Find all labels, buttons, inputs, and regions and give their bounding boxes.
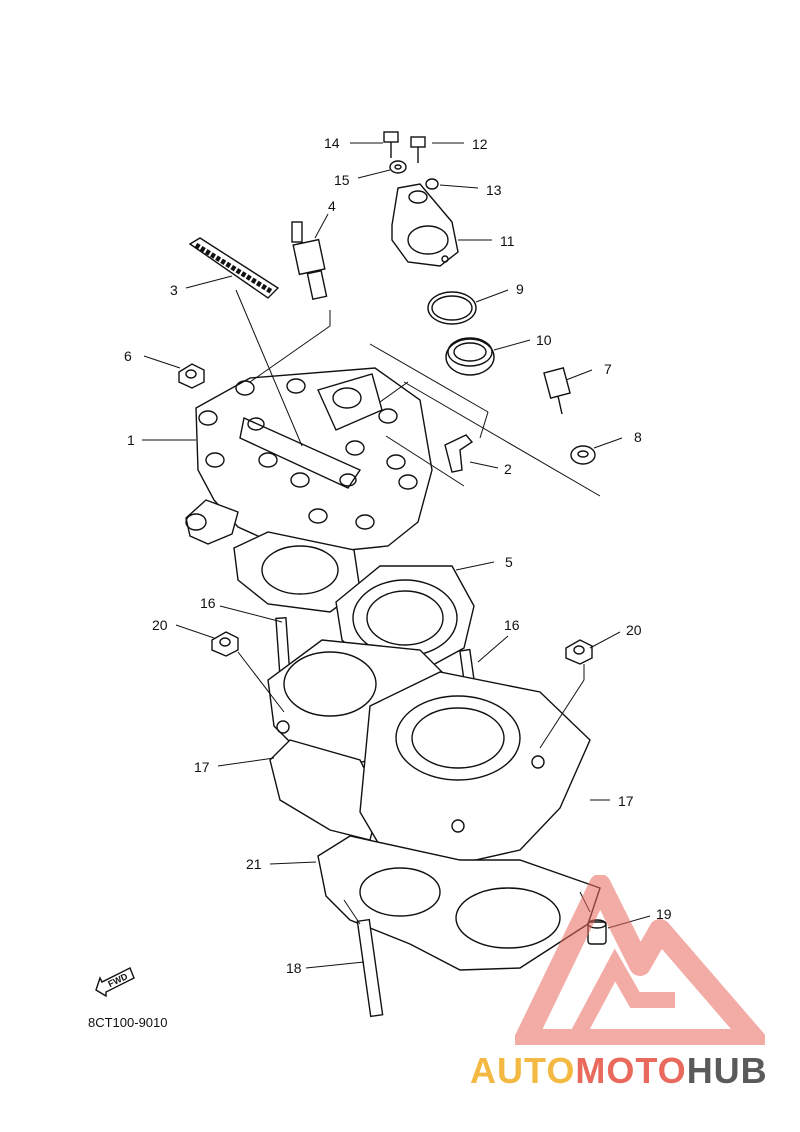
washer-13 xyxy=(425,178,439,190)
nut-20-right xyxy=(565,639,593,665)
cylinder-head-1 xyxy=(185,367,433,556)
washer-15 xyxy=(389,160,407,174)
callout-15: 15 xyxy=(334,172,350,188)
callout-5: 5 xyxy=(505,554,513,570)
stud-18 xyxy=(356,918,384,1018)
callout-16-left: 16 xyxy=(200,595,216,611)
callout-4: 4 xyxy=(328,198,336,214)
callout-19: 19 xyxy=(656,906,672,922)
callout-21: 21 xyxy=(246,856,262,872)
callout-13: 13 xyxy=(486,182,502,198)
warning-label-3 xyxy=(188,237,280,299)
callout-6: 6 xyxy=(124,348,132,364)
callout-18: 18 xyxy=(286,960,302,976)
seal-10 xyxy=(445,337,495,376)
callout-12: 12 xyxy=(472,136,488,152)
callout-10: 10 xyxy=(536,332,552,348)
callout-8: 8 xyxy=(634,429,642,445)
callout-7: 7 xyxy=(604,361,612,377)
brand-part-moto: MOTO xyxy=(575,1050,687,1091)
callout-14: 14 xyxy=(324,135,340,151)
brand-part-auto: AUTO xyxy=(470,1050,576,1091)
fitting-2 xyxy=(444,434,474,473)
watermark-triangle-logo xyxy=(515,875,765,1045)
nut-6 xyxy=(178,363,205,389)
o-ring-9 xyxy=(427,291,477,325)
callout-3: 3 xyxy=(170,282,178,298)
forward-arrow-icon: FWD xyxy=(95,967,135,998)
diagram-code: 8CT100-9010 xyxy=(88,1015,168,1030)
callout-17-right: 17 xyxy=(618,793,634,809)
cylinder-17 xyxy=(267,639,591,869)
nut-20-left xyxy=(211,631,239,657)
brand-part-hub: HUB xyxy=(686,1050,768,1091)
bolt-14 xyxy=(383,131,399,158)
washer-8 xyxy=(570,445,596,465)
callout-1: 1 xyxy=(127,432,135,448)
leader-lines xyxy=(142,142,651,969)
callout-11: 11 xyxy=(500,233,515,249)
sensor-7 xyxy=(543,366,571,415)
callout-numbers: 14 12 15 13 4 11 3 9 10 6 7 8 1 2 5 16 2… xyxy=(124,135,672,976)
outlet-cover-11 xyxy=(391,183,459,267)
base-gasket-21 xyxy=(317,835,601,971)
spark-plug-4 xyxy=(291,221,328,301)
callout-9: 9 xyxy=(516,281,524,297)
callout-20-left: 20 xyxy=(152,617,168,633)
callout-16-right: 16 xyxy=(504,617,520,633)
callout-20-right: 20 xyxy=(626,622,642,638)
callout-2: 2 xyxy=(504,461,512,477)
watermark-brand: AUTOMOTOHUB xyxy=(470,1050,768,1092)
callout-17-left: 17 xyxy=(194,759,210,775)
bolt-12 xyxy=(410,136,426,163)
